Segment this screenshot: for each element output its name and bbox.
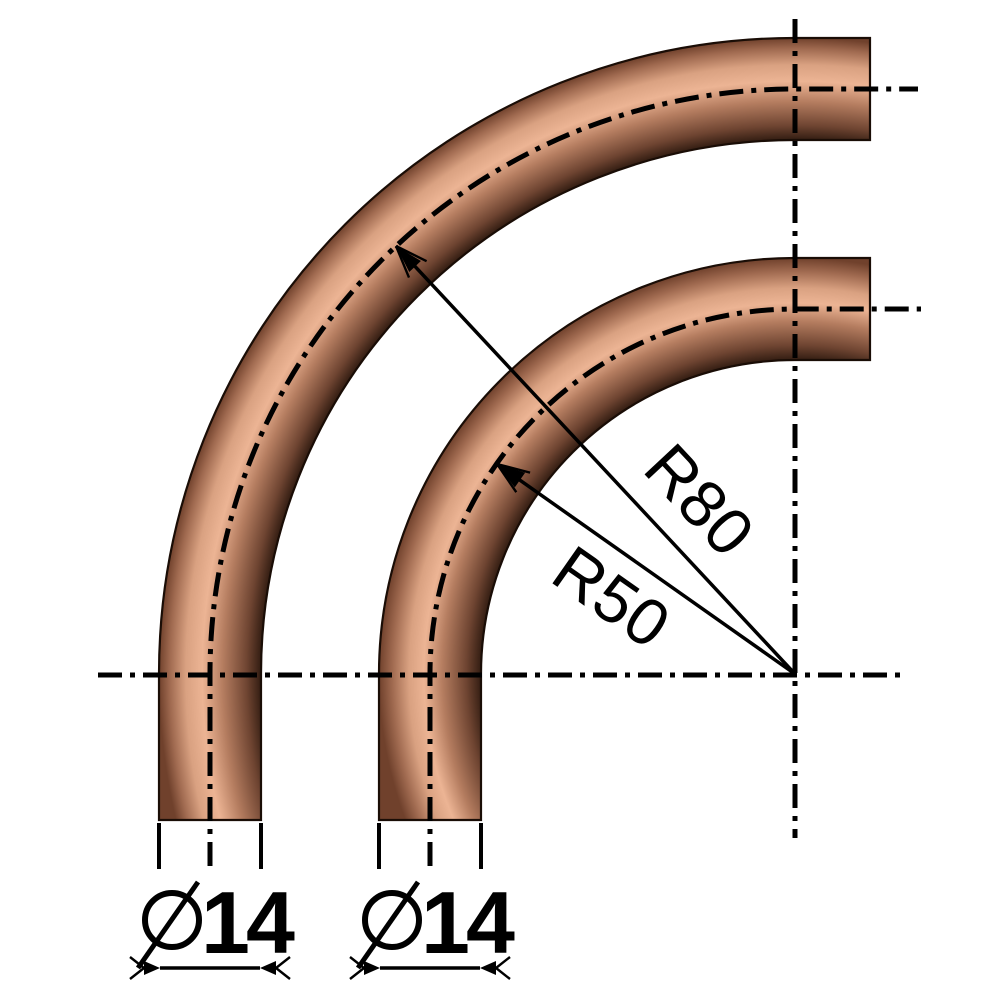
diameter-dimension-pipe1: 14 xyxy=(129,873,299,980)
diameter-dimension-pipe2: 14 xyxy=(349,873,519,980)
r50-arrow-flare xyxy=(496,462,531,493)
centerlines-group xyxy=(98,19,921,866)
dimension-arrow-pipe2-left xyxy=(364,961,380,975)
diameter-symbol-slash-2 xyxy=(355,880,421,970)
r50-dimension-line xyxy=(495,462,797,676)
centerline-pipe-r80 xyxy=(207,86,918,866)
dimension-arrow-pipe1-right xyxy=(260,961,276,975)
r50-arrowhead xyxy=(497,464,526,488)
centerline-pipe-r50 xyxy=(427,306,921,866)
r80-arrow-flare xyxy=(394,244,428,279)
extension-lines xyxy=(157,823,483,869)
dimension-arrow-flares-pipe2 xyxy=(349,956,511,980)
dimension-arrow-pipe2-right xyxy=(480,961,496,975)
dimension-arrow-flares-pipe1 xyxy=(129,956,291,980)
diameter-symbol-circle-1 xyxy=(142,890,202,950)
diameter-value-1: 14 xyxy=(201,873,295,972)
diameter-symbol-circle-2 xyxy=(362,890,422,950)
dimension-arrow-pipe1-left xyxy=(144,961,160,975)
r80-arrowhead xyxy=(396,246,421,272)
r80-dimension-line xyxy=(394,244,797,676)
diameter-value-2: 14 xyxy=(421,873,515,972)
diameter-symbol-slash-1 xyxy=(135,880,201,970)
